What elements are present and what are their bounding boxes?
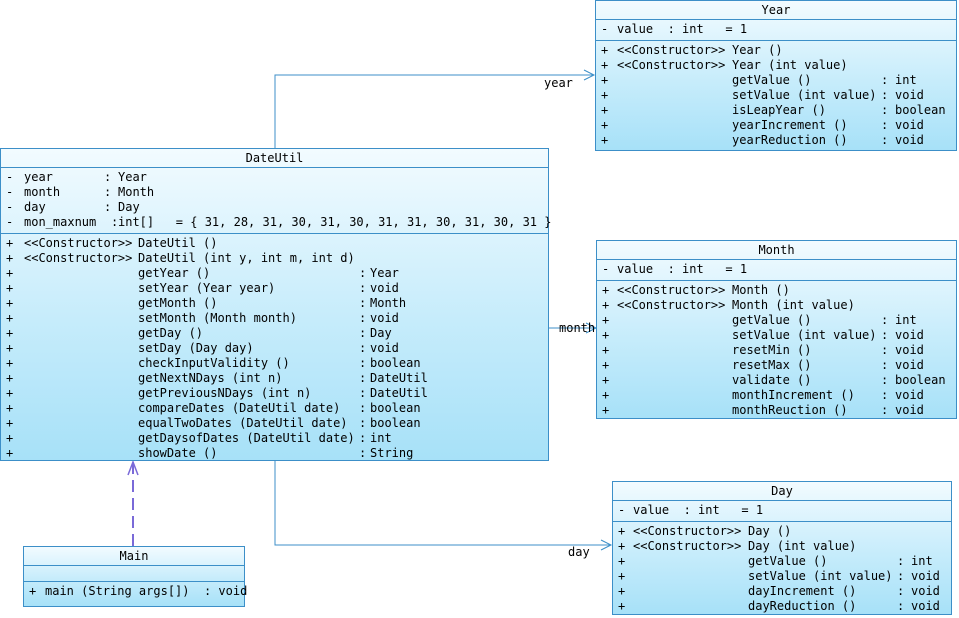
operation-row: +<<Constructor>>Day () xyxy=(618,524,792,538)
class-day-title: Day xyxy=(613,482,951,501)
operation-row: +setMonth (Month month):void xyxy=(6,311,399,325)
operation-row: +equalTwoDates (DateUtil date):boolean xyxy=(6,416,421,430)
association-day-arrow xyxy=(600,539,613,551)
operation-row: +getMonth ():Month xyxy=(6,296,407,310)
operation-row: +<<Constructor>>Day (int value) xyxy=(618,539,857,553)
operation-row: +dayReduction ():void xyxy=(618,599,940,613)
operation-row: +<<Constructor>>Month (int value) xyxy=(602,298,855,312)
operation-row: +yearIncrement ():void xyxy=(601,118,924,132)
class-year[interactable]: Year -value : int = 1 +<<Constructor>>Ye… xyxy=(595,0,957,151)
attribute-row: -month:Month xyxy=(6,185,155,199)
association-year-arrow xyxy=(583,69,596,81)
operation-row: +getValue ():int xyxy=(602,313,917,327)
operation-row: +<<Constructor>>DateUtil (int y, int m, … xyxy=(6,251,355,265)
attribute-row: -day:Day xyxy=(6,200,140,214)
operation-row: +isLeapYear ():boolean xyxy=(601,103,946,117)
operation-row: +getDaysofDates (DateUtil date):int xyxy=(6,431,392,445)
operation-row: +dayIncrement ():void xyxy=(618,584,940,598)
operation-row: +<<Constructor>>Month () xyxy=(602,283,790,297)
operation-row: +getValue ():int xyxy=(618,554,933,568)
operation-row: +yearReduction ():void xyxy=(601,133,924,147)
operation-row: +monthIncrement ():void xyxy=(602,388,924,402)
class-year-attributes: -value : int = 1 xyxy=(596,20,956,41)
class-dateutil-operations: +<<Constructor>>DateUtil () +<<Construct… xyxy=(1,234,548,464)
class-month-operations: +<<Constructor>>Month () +<<Constructor>… xyxy=(597,281,956,421)
operation-row: +getDay ():Day xyxy=(6,326,392,340)
attribute-row: -value : int = 1 xyxy=(618,503,764,517)
operation-row: +getPreviousNDays (int n):DateUtil xyxy=(6,386,428,400)
association-year-line xyxy=(274,74,594,148)
attribute-row: -value : int = 1 xyxy=(602,262,748,276)
class-day-operations: +<<Constructor>>Day () +<<Constructor>>D… xyxy=(613,522,951,617)
association-year-label: year xyxy=(544,76,573,90)
dependency-main-arrow xyxy=(127,459,139,476)
class-main-title: Main xyxy=(24,547,244,566)
class-month[interactable]: Month -value : int = 1 +<<Constructor>>M… xyxy=(596,240,957,419)
operation-row: +main (String args[]) : void xyxy=(29,584,248,598)
operation-row: +setValue (int value):void xyxy=(602,328,924,342)
operation-row: +setDay (Day day):void xyxy=(6,341,399,355)
operation-row: +validate ():boolean xyxy=(602,373,946,387)
operation-row: +setValue (int value):void xyxy=(601,88,924,102)
class-year-operations: +<<Constructor>>Year () +<<Constructor>>… xyxy=(596,41,956,151)
class-main-attributes xyxy=(24,566,244,582)
attribute-row: -mon_maxnum:int[] = { 31, 28, 31, 30, 31… xyxy=(6,215,552,229)
attribute-row: -value : int = 1 xyxy=(601,22,748,36)
operation-row: +compareDates (DateUtil date):boolean xyxy=(6,401,421,415)
operation-row: +showDate ():String xyxy=(6,446,414,460)
association-day-label: day xyxy=(568,545,590,559)
class-dateutil-attributes: -year:Year -month:Month -day:Day -mon_ma… xyxy=(1,168,552,234)
class-month-title: Month xyxy=(597,241,956,260)
association-month-label: month xyxy=(559,321,596,335)
operation-row: +getValue ():int xyxy=(601,73,917,87)
operation-row: +getNextNDays (int n):DateUtil xyxy=(6,371,428,385)
operation-row: +setYear (Year year):void xyxy=(6,281,399,295)
operation-row: +<<Constructor>>DateUtil () xyxy=(6,236,218,250)
class-year-title: Year xyxy=(596,1,956,20)
association-day-line xyxy=(274,461,611,546)
operation-row: +resetMin ():void xyxy=(602,343,924,357)
operation-row: +<<Constructor>>Year (int value) xyxy=(601,58,848,72)
class-main[interactable]: Main +main (String args[]) : void xyxy=(23,546,248,607)
operation-row: +resetMax ():void xyxy=(602,358,924,372)
class-day-attributes: -value : int = 1 xyxy=(613,501,951,522)
operation-row: +monthReuction ():void xyxy=(602,403,924,417)
class-dateutil[interactable]: DateUtil -year:Year -month:Month -day:Da… xyxy=(0,148,552,464)
operation-row: +checkInputValidity ():boolean xyxy=(6,356,421,370)
operation-row: +<<Constructor>>Year () xyxy=(601,43,783,57)
class-main-operations: +main (String args[]) : void xyxy=(24,582,248,602)
operation-row: +getYear ():Year xyxy=(6,266,399,280)
class-month-attributes: -value : int = 1 xyxy=(597,260,956,281)
operation-row: +setValue (int value):void xyxy=(618,569,940,583)
class-dateutil-title: DateUtil xyxy=(1,149,548,168)
class-day[interactable]: Day -value : int = 1 +<<Constructor>>Day… xyxy=(612,481,952,615)
attribute-row: -year:Year xyxy=(6,170,147,184)
